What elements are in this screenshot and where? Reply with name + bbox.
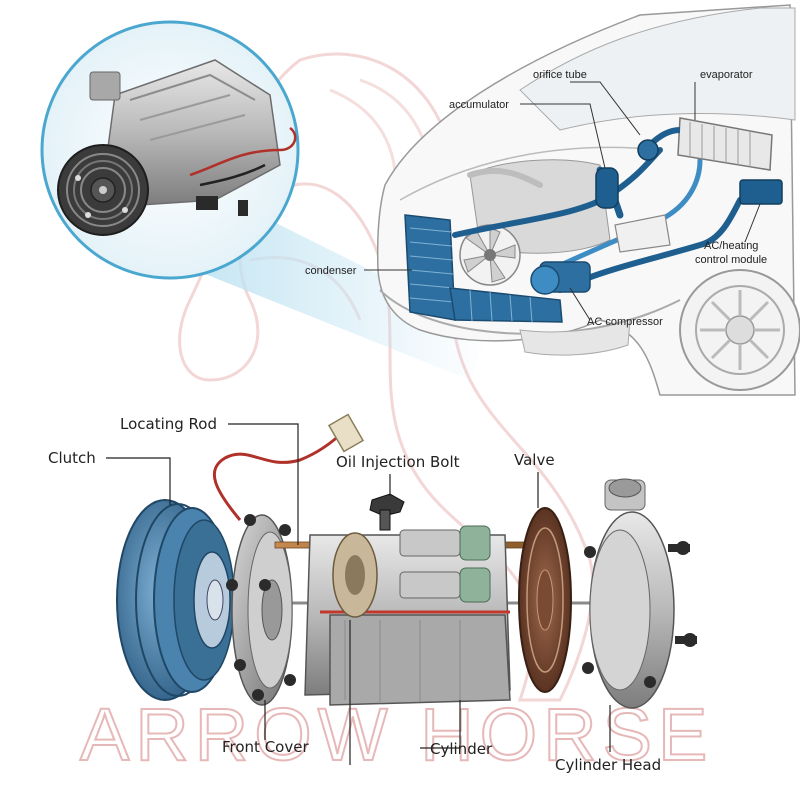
accumulator-part xyxy=(595,167,619,209)
label-evaporator: evaporator xyxy=(700,69,753,81)
label-cylinder: Cylinder xyxy=(430,740,493,758)
label-ac-compressor: AC compressor xyxy=(587,316,663,328)
ac-compressor-leader xyxy=(569,287,591,321)
label-clutch: Clutch xyxy=(48,449,96,467)
ac-compressor-part xyxy=(530,261,591,295)
watermark-group: ARROW HORSE xyxy=(79,52,713,777)
locating-rod-leader xyxy=(228,423,299,545)
coolant-reservoir xyxy=(614,214,671,253)
control-module-part xyxy=(739,179,783,205)
control-module-leader xyxy=(744,203,761,243)
label-front-cover: Front Cover xyxy=(222,738,309,756)
clutch-leader xyxy=(106,457,171,505)
label-control-module-line1: AC/heating xyxy=(704,240,758,252)
radiator-fan xyxy=(459,224,521,286)
windshield xyxy=(519,7,796,131)
cylinder-leader xyxy=(420,700,461,749)
label-condenser: condenser xyxy=(305,265,357,277)
label-control-module-line2: control module xyxy=(695,254,767,266)
condenser-core xyxy=(404,214,563,323)
label-orifice-tube: orifice tube xyxy=(533,69,587,81)
grille xyxy=(519,319,631,356)
label-oil-injection-bolt: Oil Injection Bolt xyxy=(336,453,460,471)
front-cover-part xyxy=(226,514,296,706)
car-ac-system: orifice tube evaporator accumulator cond… xyxy=(305,4,800,396)
locating-rod-wire xyxy=(212,413,365,521)
hood-line xyxy=(399,146,661,201)
watermark-text: ARROW HORSE xyxy=(80,693,713,776)
accumulator-leader xyxy=(520,103,606,169)
compressor-inset xyxy=(40,20,490,380)
label-accumulator: accumulator xyxy=(449,99,509,111)
exploded-compressor: Locating Rod Clutch Oil Injection Bolt V… xyxy=(48,413,697,774)
clutch-part xyxy=(116,499,235,701)
label-valve: Valve xyxy=(514,451,555,469)
cylinder-part xyxy=(304,525,511,706)
cylinder-head-part xyxy=(582,478,697,709)
valve-part xyxy=(518,507,572,693)
label-cylinder-head: Cylinder Head xyxy=(555,756,661,774)
orifice-tube-leader xyxy=(570,81,641,136)
evaporator-part xyxy=(637,117,773,171)
label-locating-rod: Locating Rod xyxy=(120,415,217,433)
oil-injection-bolt-part xyxy=(369,493,405,531)
inset-beam xyxy=(195,210,490,380)
inset-compressor xyxy=(57,59,297,236)
